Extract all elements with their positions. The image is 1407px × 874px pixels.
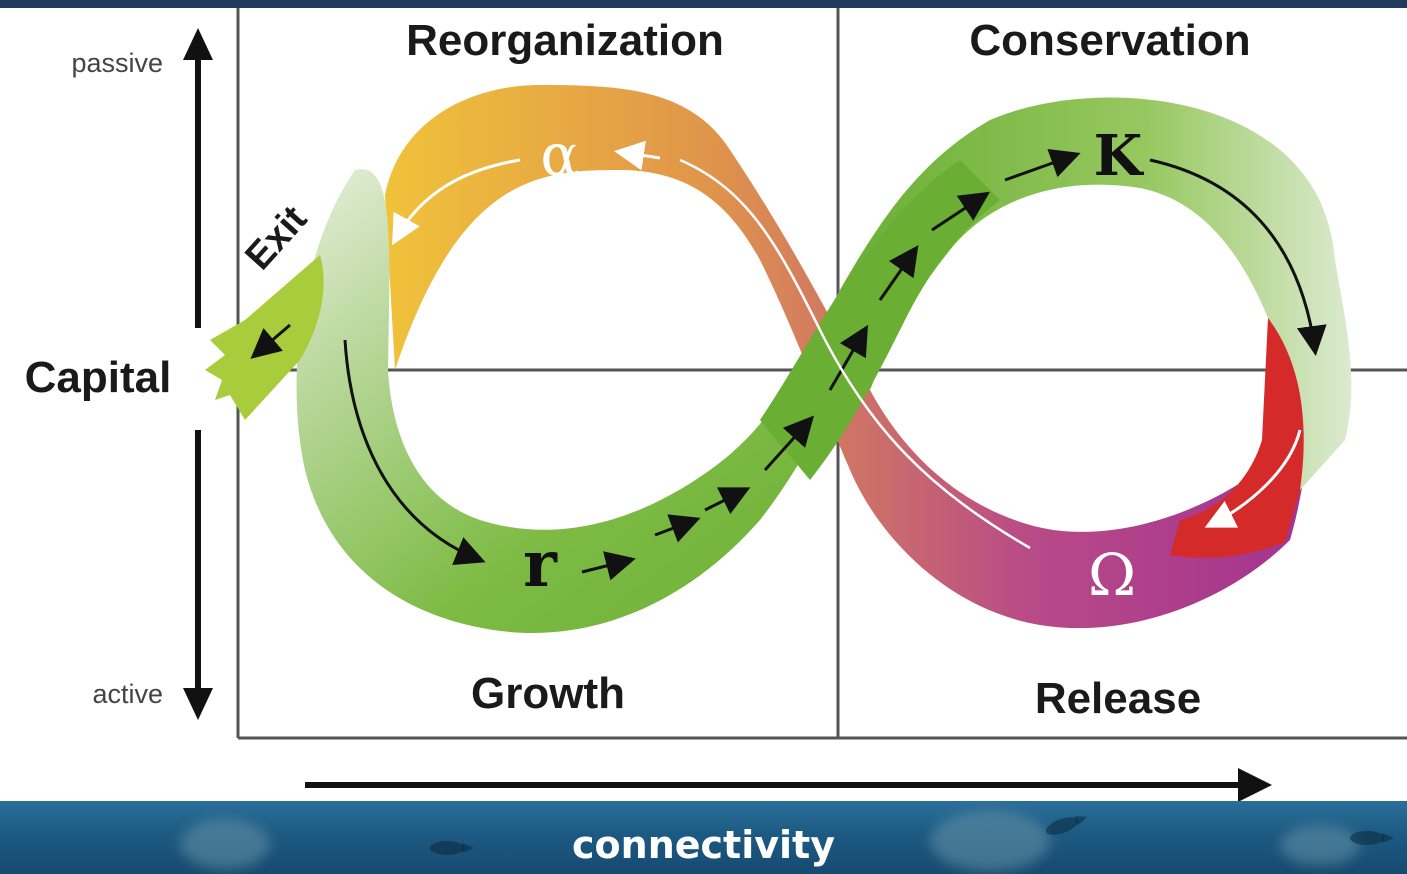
adaptive-cycle-diagram: Reorganization Conservation Growth Relea… <box>25 8 1407 801</box>
axis-arrow-down-icon <box>183 688 213 720</box>
release-red-segment <box>1170 318 1309 558</box>
connectivity-arrow-icon <box>1238 768 1272 801</box>
fish-icon <box>430 841 474 855</box>
active-label: active <box>92 679 163 709</box>
r-symbol: r <box>523 527 558 602</box>
conservation-label: Conservation <box>969 16 1250 65</box>
omega-symbol: Ω <box>1088 541 1136 609</box>
reef-shape <box>930 811 1050 871</box>
alpha-symbol: α <box>540 121 579 189</box>
reef-shape <box>180 819 270 869</box>
release-label: Release <box>1035 674 1201 723</box>
reef-shape <box>1280 825 1360 865</box>
growth-green-ribbon <box>296 169 900 634</box>
connectivity-label: connectivity <box>572 823 835 867</box>
top-bar <box>0 0 1407 8</box>
flow-arrows <box>250 140 1327 581</box>
capital-label: Capital <box>25 353 172 402</box>
k-symbol: K <box>1094 123 1145 189</box>
fish-icon <box>1350 831 1394 845</box>
passive-label: passive <box>71 48 163 78</box>
reorganization-label: Reorganization <box>406 16 724 65</box>
axis-arrow-up-icon <box>183 28 213 60</box>
footer-banner: connectivity <box>0 801 1407 874</box>
growth-label: Growth <box>471 669 625 718</box>
crossing-green-band <box>760 160 1000 480</box>
